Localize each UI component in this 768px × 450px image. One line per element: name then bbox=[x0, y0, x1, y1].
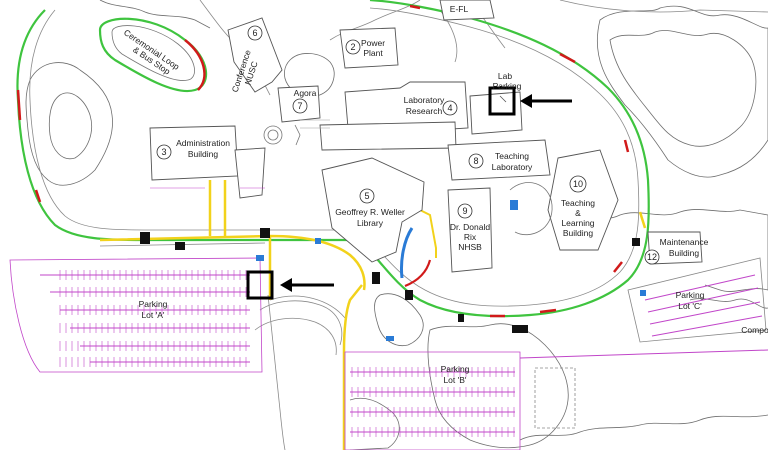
svg-text:3: 3 bbox=[161, 147, 166, 157]
parking-lot-c-label: Parking Lot 'C' bbox=[676, 290, 705, 311]
svg-text:Rix: Rix bbox=[464, 232, 477, 242]
svg-text:Library: Library bbox=[357, 218, 384, 228]
svg-text:Lab: Lab bbox=[498, 71, 512, 81]
svg-text:&: & bbox=[575, 208, 581, 218]
svg-text:Lot 'A': Lot 'A' bbox=[141, 310, 164, 320]
svg-text:5: 5 bbox=[364, 191, 369, 201]
lot-a-marker bbox=[246, 270, 334, 300]
svg-text:4: 4 bbox=[447, 103, 452, 113]
svg-text:Administration: Administration bbox=[176, 138, 230, 148]
svg-text:Parking: Parking bbox=[139, 299, 168, 309]
svg-text:Parking: Parking bbox=[676, 290, 705, 300]
lab-parking-label: Lab Parking bbox=[493, 71, 522, 91]
svg-text:Lot 'C': Lot 'C' bbox=[678, 301, 702, 311]
lot-a-highlight-box bbox=[246, 270, 274, 300]
svg-text:Geoffrey R. Weller: Geoffrey R. Weller bbox=[335, 207, 405, 217]
svg-text:Lot 'B': Lot 'B' bbox=[443, 375, 466, 385]
svg-text:12: 12 bbox=[647, 252, 657, 262]
compost-label: Compo bbox=[741, 325, 768, 335]
building-2-outline bbox=[339, 27, 399, 69]
svg-text:Teaching: Teaching bbox=[561, 198, 595, 208]
svg-text:8: 8 bbox=[473, 156, 478, 166]
building-10-outline bbox=[547, 149, 619, 251]
building-5: 5 Geoffrey R. Weller Library bbox=[335, 188, 405, 228]
building-9: 9 Dr. Donald Rix NHSB bbox=[450, 203, 490, 252]
svg-text:Building: Building bbox=[563, 228, 594, 238]
ceremonial-loop: Ceremonial Loop & Bus Stop bbox=[98, 17, 208, 93]
svg-text:Teaching: Teaching bbox=[495, 151, 529, 161]
inner-roads bbox=[99, 180, 437, 450]
ring-road bbox=[16, 0, 650, 318]
svg-text:Parking: Parking bbox=[493, 81, 522, 91]
svg-text:2: 2 bbox=[350, 42, 355, 52]
parking-lot-a-label: Parking Lot 'A' bbox=[139, 299, 168, 320]
accessible-parking bbox=[256, 200, 646, 341]
svg-text:Laboratory: Laboratory bbox=[404, 95, 445, 105]
left-arrow-icon bbox=[520, 94, 572, 108]
parking-lot-b-label: Parking Lot 'B' bbox=[441, 364, 470, 385]
building-4: 4 Laboratory Research bbox=[404, 95, 458, 116]
lab-parking-marker bbox=[488, 86, 572, 116]
building-3: 3 Administration Building bbox=[156, 138, 230, 160]
svg-text:Plant: Plant bbox=[363, 48, 383, 58]
building-8: 8 Teaching Laboratory bbox=[468, 151, 533, 172]
svg-text:Learning: Learning bbox=[561, 218, 594, 228]
svg-text:NHSB: NHSB bbox=[458, 242, 482, 252]
building-7: 7 Agora bbox=[292, 88, 317, 114]
building-8-outline bbox=[447, 139, 551, 181]
svg-text:Building: Building bbox=[188, 149, 219, 159]
svg-text:10: 10 bbox=[573, 179, 583, 189]
buildings bbox=[149, 0, 703, 273]
svg-text:Parking: Parking bbox=[441, 364, 470, 374]
building-6-outline bbox=[227, 17, 283, 93]
svg-text:6: 6 bbox=[252, 28, 257, 38]
parking-lot-c bbox=[627, 257, 767, 343]
parking-lot-b bbox=[344, 349, 768, 450]
efl-label: E-FL bbox=[450, 4, 469, 14]
svg-text:Dr. Donald: Dr. Donald bbox=[450, 222, 490, 232]
svg-text:Building: Building bbox=[669, 248, 700, 258]
svg-text:Maintenance: Maintenance bbox=[660, 237, 709, 247]
lab-parking-highlight-box bbox=[488, 86, 516, 116]
svg-text:7: 7 bbox=[297, 101, 302, 111]
building-10: 10 Teaching & Learning Building bbox=[561, 175, 595, 238]
building-12: 12 Maintenance Building bbox=[644, 237, 709, 265]
crosswalks bbox=[140, 228, 640, 333]
svg-text:Power: Power bbox=[361, 38, 385, 48]
building-2: 2 Power Plant bbox=[345, 38, 385, 58]
svg-text:Research: Research bbox=[406, 106, 443, 116]
agora-plaza bbox=[263, 119, 330, 146]
svg-text:9: 9 bbox=[462, 206, 467, 216]
parking-lot-a bbox=[9, 257, 263, 373]
building-5-outline bbox=[321, 157, 425, 263]
left-arrow-icon bbox=[280, 278, 334, 292]
svg-text:Agora: Agora bbox=[294, 88, 317, 98]
svg-text:Laboratory: Laboratory bbox=[492, 162, 533, 172]
